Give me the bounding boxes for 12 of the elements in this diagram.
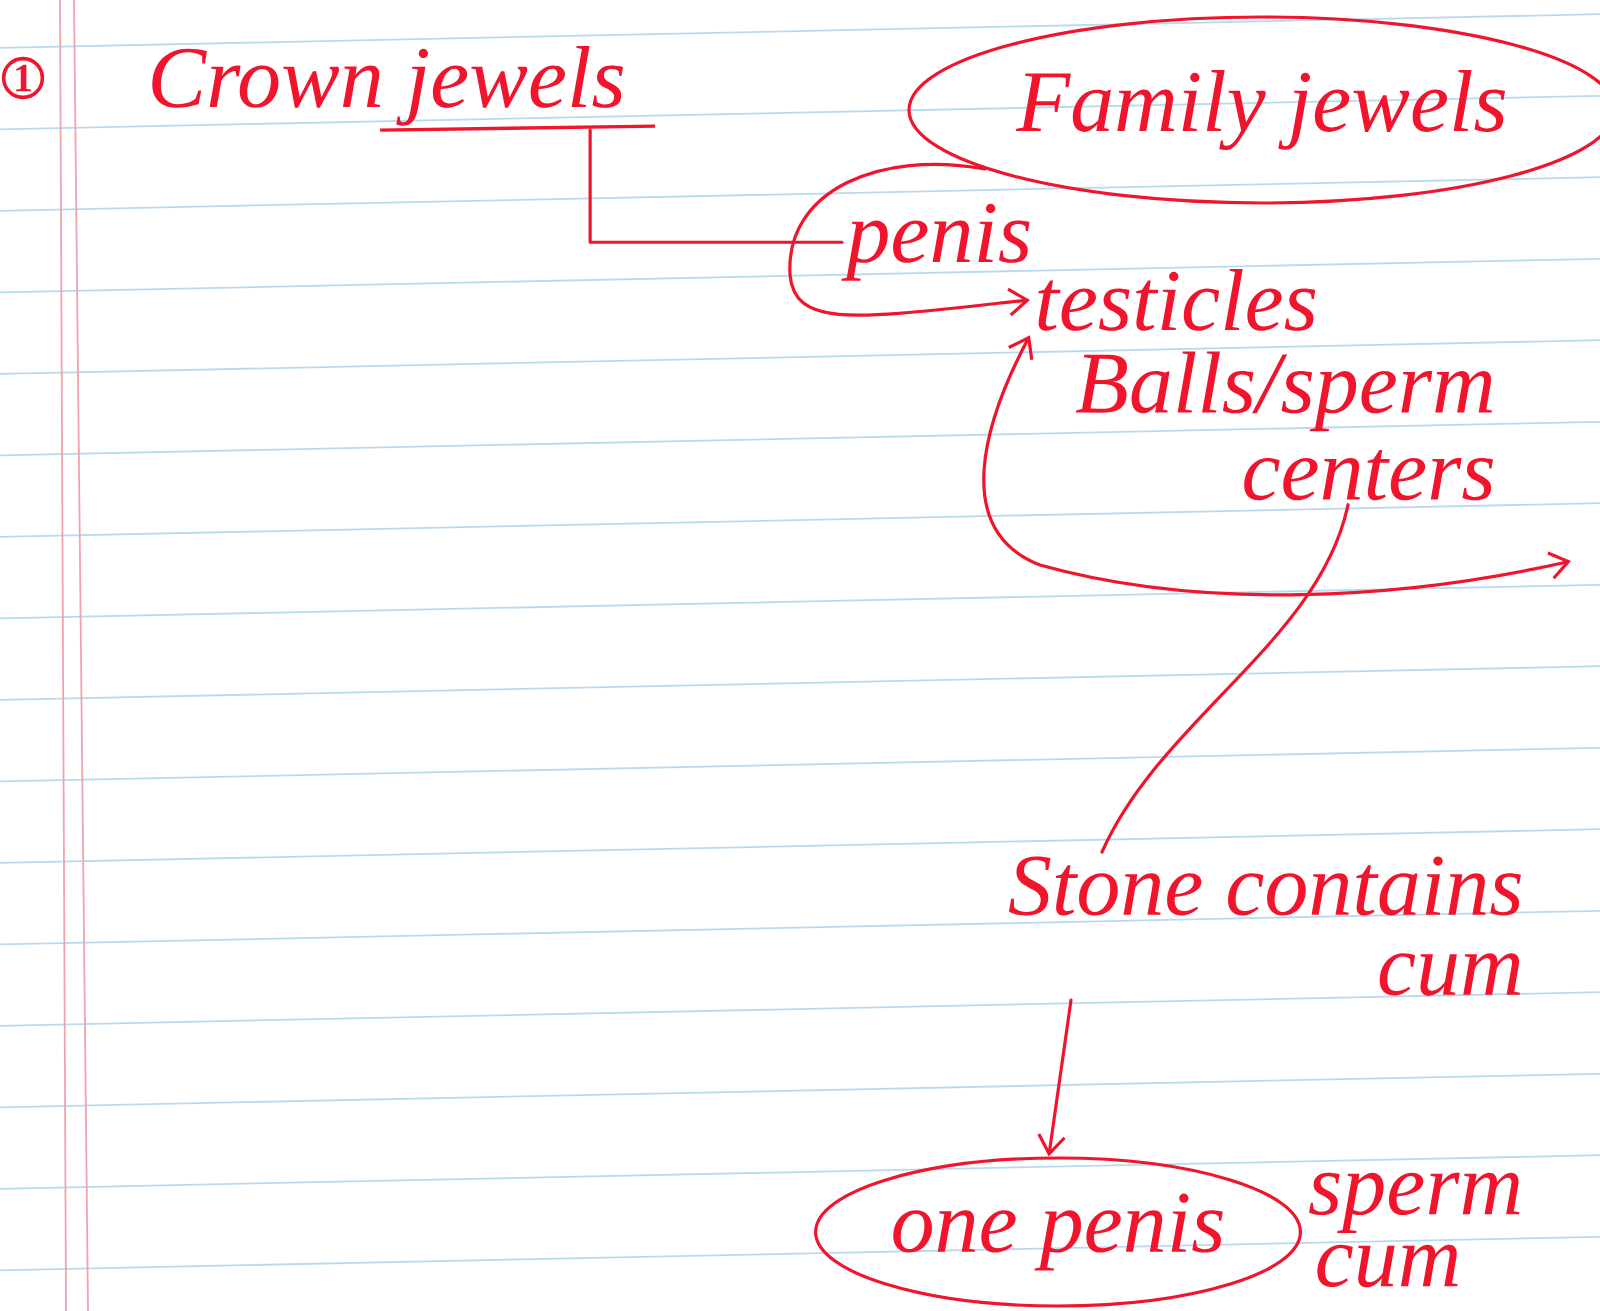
connector-line [1100, 503, 1350, 854]
note-text: Stone contains cum [1008, 856, 1521, 996]
circled-text: one penis [814, 1156, 1302, 1308]
connector-line [588, 128, 844, 244]
note-text: Balls/sperm centers [1076, 351, 1493, 501]
arrow [788, 162, 1030, 317]
arrow [1037, 998, 1073, 1157]
note-text: Crown jewels [152, 45, 624, 126]
note-text: testicles [1038, 268, 1316, 331]
circled-number: 1 [1, 56, 45, 100]
note-text: penis [841, 203, 1030, 281]
double-headed-arrow [982, 335, 1571, 597]
